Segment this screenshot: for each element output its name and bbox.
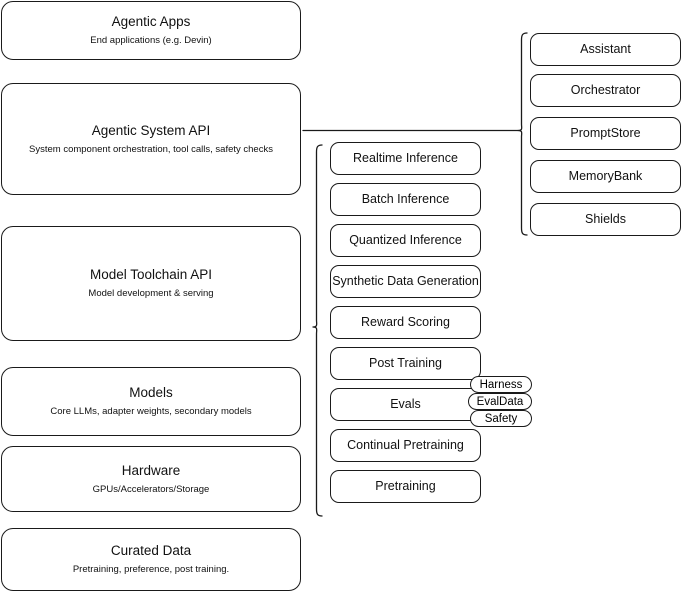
layer-subtitle: System component orchestration, tool cal… bbox=[29, 143, 273, 155]
layer-subtitle: End applications (e.g. Devin) bbox=[90, 35, 212, 46]
capability-label: Pretraining bbox=[375, 478, 436, 493]
capability-label: Reward Scoring bbox=[361, 314, 450, 329]
capability-reward-scoring[interactable]: Reward Scoring bbox=[330, 306, 481, 339]
layer-agentic-system-api[interactable]: Agentic System API System component orch… bbox=[1, 83, 301, 195]
capability-label: Post Training bbox=[369, 355, 442, 370]
system-component-label: Orchestrator bbox=[570, 82, 641, 97]
capability-label: Batch Inference bbox=[361, 191, 450, 206]
layer-title: Model Toolchain API bbox=[89, 267, 213, 283]
evals-subcomponent-label: Safety bbox=[484, 412, 518, 425]
evals-subcomponent-label: Harness bbox=[479, 378, 523, 391]
capability-label: Continual Pretraining bbox=[347, 437, 464, 452]
layer-subtitle: Model development & serving bbox=[88, 288, 214, 299]
evals-subcomponent-evaldata[interactable]: EvalData bbox=[468, 393, 532, 410]
capability-quantized-inference[interactable]: Quantized Inference bbox=[330, 224, 481, 257]
evals-subcomponent-safety[interactable]: Safety bbox=[470, 410, 532, 427]
system-component-orchestrator[interactable]: Orchestrator bbox=[530, 74, 681, 107]
layer-subtitle: Core LLMs, adapter weights, secondary mo… bbox=[50, 406, 252, 417]
capability-label: Synthetic Data Generation bbox=[332, 273, 479, 288]
layer-hardware[interactable]: Hardware GPUs/Accelerators/Storage bbox=[1, 446, 301, 512]
system-component-promptstore[interactable]: PromptStore bbox=[530, 117, 681, 150]
layer-title: Agentic Apps bbox=[111, 14, 191, 30]
layer-title: Curated Data bbox=[110, 543, 192, 559]
layer-models[interactable]: Models Core LLMs, adapter weights, secon… bbox=[1, 367, 301, 436]
evals-subcomponent-label: EvalData bbox=[476, 395, 524, 408]
capability-batch-inference[interactable]: Batch Inference bbox=[330, 183, 481, 216]
capability-pretraining[interactable]: Pretraining bbox=[330, 470, 481, 503]
capability-synthetic-data-generation[interactable]: Synthetic Data Generation bbox=[330, 265, 481, 298]
layer-model-toolchain-api[interactable]: Model Toolchain API Model development & … bbox=[1, 226, 301, 341]
system-component-label: Assistant bbox=[580, 41, 631, 56]
layer-subtitle: GPUs/Accelerators/Storage bbox=[92, 483, 210, 495]
system-component-memorybank[interactable]: MemoryBank bbox=[530, 160, 681, 193]
capability-post-training[interactable]: Post Training bbox=[330, 347, 481, 380]
system-component-label: MemoryBank bbox=[568, 168, 643, 183]
capability-realtime-inference[interactable]: Realtime Inference bbox=[330, 142, 481, 175]
evals-subcomponent-harness[interactable]: Harness bbox=[470, 376, 532, 393]
capability-evals[interactable]: Evals bbox=[330, 388, 481, 421]
system-component-assistant[interactable]: Assistant bbox=[530, 33, 681, 66]
layer-curated-data[interactable]: Curated Data Pretraining, preference, po… bbox=[1, 528, 301, 591]
capability-label: Quantized Inference bbox=[349, 232, 462, 247]
capability-continual-pretraining[interactable]: Continual Pretraining bbox=[330, 429, 481, 462]
brace-toolchain-capabilities bbox=[312, 144, 323, 517]
system-component-shields[interactable]: Shields bbox=[530, 203, 681, 236]
system-component-label: PromptStore bbox=[570, 125, 641, 140]
system-component-label: Shields bbox=[585, 211, 626, 226]
capability-label: Evals bbox=[390, 396, 421, 411]
layer-title: Agentic System API bbox=[91, 122, 211, 138]
layer-agentic-apps[interactable]: Agentic Apps End applications (e.g. Devi… bbox=[1, 1, 301, 60]
capability-label: Realtime Inference bbox=[353, 150, 458, 165]
layer-title: Models bbox=[129, 385, 173, 401]
layer-subtitle: Pretraining, preference, post training. bbox=[72, 564, 230, 575]
layer-title: Hardware bbox=[121, 462, 181, 478]
brace-system-components bbox=[517, 32, 528, 236]
